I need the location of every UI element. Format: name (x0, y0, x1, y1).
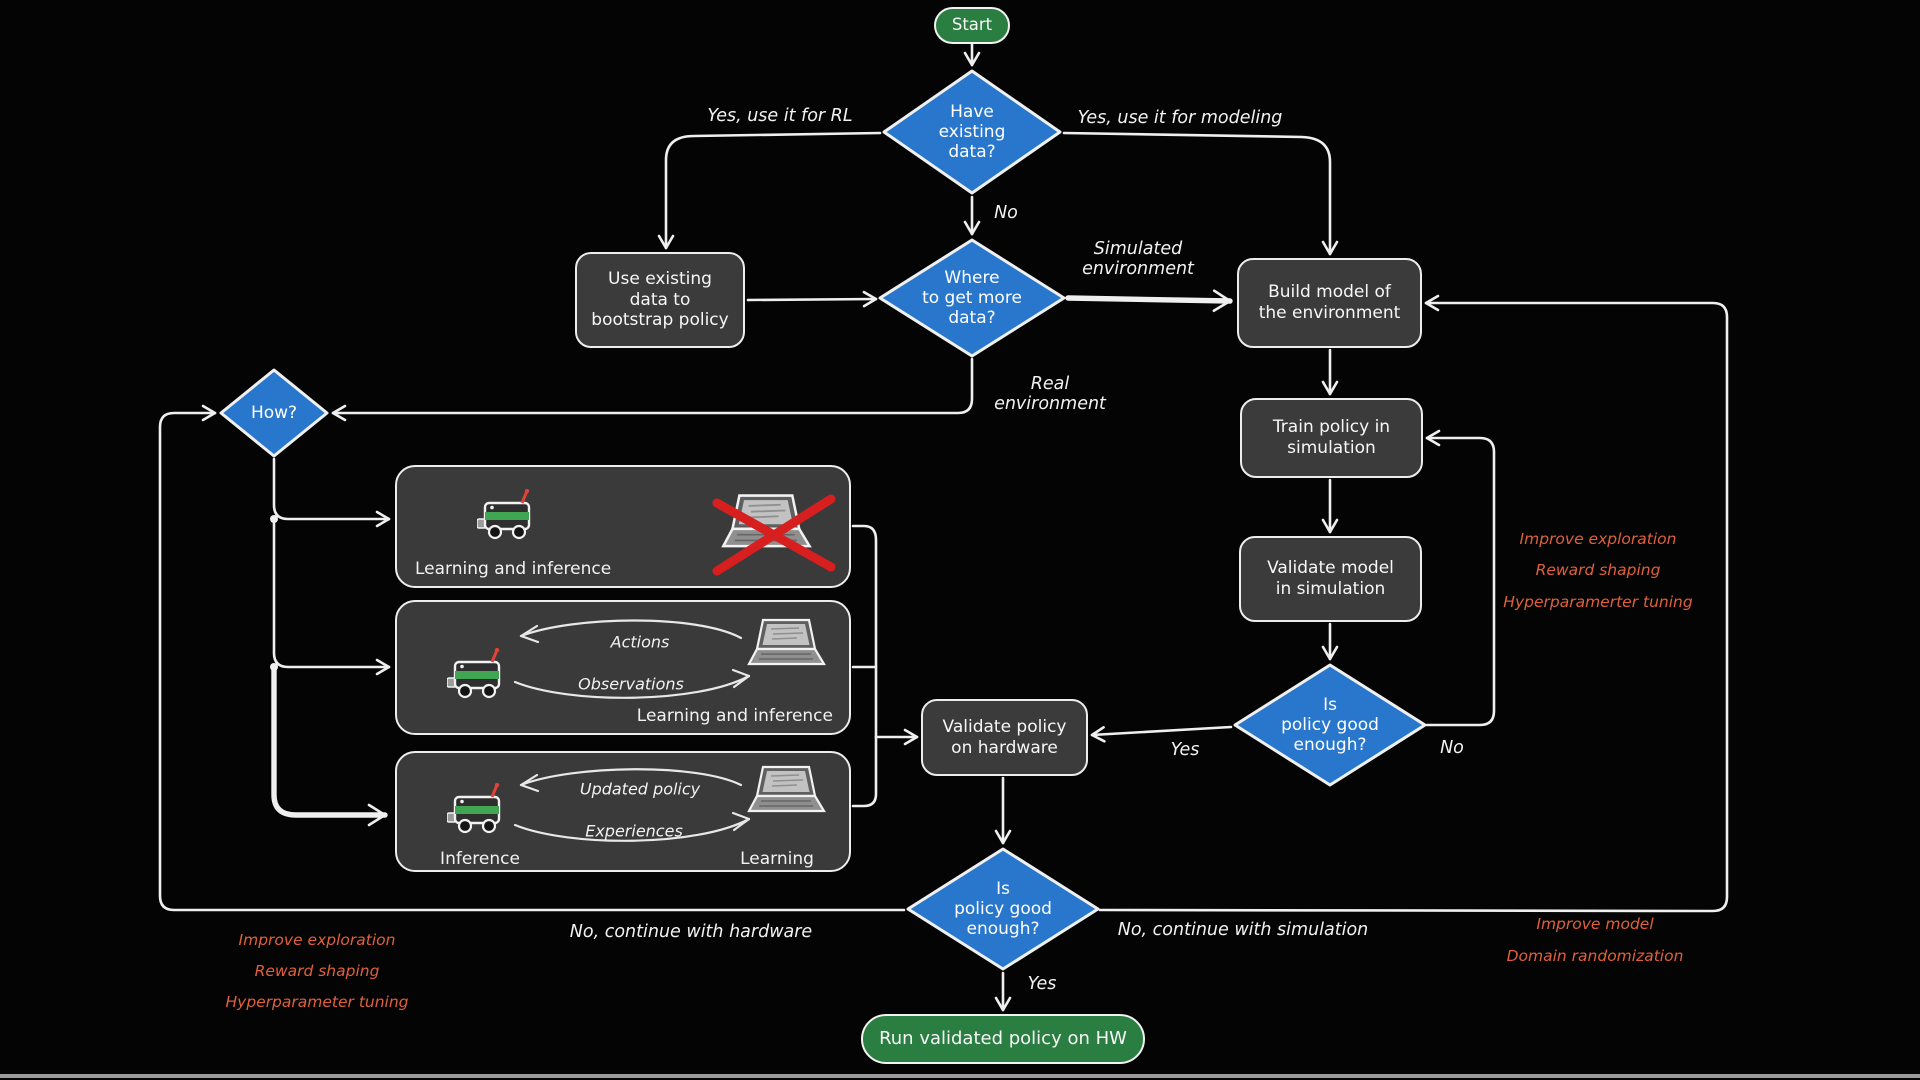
decision-have-existing-data-label: Have existing data? (938, 101, 1006, 163)
annotation-hyperparameter-tuning-hw: Hyperparameter tuning (225, 993, 409, 1011)
annotation-domain-randomization: Domain randomization (1506, 947, 1684, 965)
hardware-option-offboard: Actions Observations Learning and infere… (395, 600, 851, 735)
start-node: Start (934, 7, 1010, 44)
decision-policy-good-sim-label: Is policy good enough? (1281, 694, 1379, 756)
process-use-existing-data: Use existing data to bootstrap policy (575, 252, 745, 348)
edge-label-real-environment: Real environment (994, 373, 1106, 414)
decision-policy-good-hw-label: Is policy good enough? (954, 878, 1052, 940)
edge-label-no-continue-simulation: No, continue with simulation (1117, 919, 1369, 940)
edge-label-no-data: No (994, 202, 1018, 223)
decision-where-more-data: Where to get more data? (878, 238, 1066, 358)
process-validate-model: Validate model in simulation (1239, 536, 1422, 622)
option2-caption: Learning and inference (636, 706, 833, 726)
process-build-model: Build model of the environment (1237, 258, 1422, 348)
edge-have-data-yes-modeling (1062, 131, 1339, 256)
hardware-option-onboard: Learning and inference (395, 465, 851, 588)
process-use-existing-data-label: Use existing data to bootstrap policy (591, 268, 729, 331)
edge-where-simulated-env (1065, 289, 1233, 313)
annotation-improve-exploration-hw: Improve exploration (238, 931, 396, 949)
edge-label-yes-use-for-rl: Yes, use it for RL (707, 105, 853, 126)
edge-policy-sim-no-loop (1425, 429, 1496, 727)
start-label: Start (951, 15, 993, 35)
annotation-reward-shaping-hw: Reward shaping (254, 962, 380, 980)
annotation-improve-model: Improve model (1536, 915, 1654, 933)
edge-label-simulated-environment: Simulated environment (1082, 238, 1194, 279)
process-train-policy-label: Train policy in simulation (1272, 417, 1391, 458)
end-label: Run validated policy on HW (879, 1028, 1127, 1050)
edge-have-data-yes-rl (657, 131, 882, 250)
annotation-hyperparameter-tuning-sim: Hyperparamerter tuning (1503, 593, 1693, 611)
process-validate-policy-hw: Validate policy on hardware (921, 699, 1088, 776)
laptop-icon (747, 618, 826, 666)
option3-inference-caption: Inference (440, 849, 520, 869)
diamond-shape (878, 238, 1066, 358)
robot-icon (447, 648, 501, 699)
decision-have-existing-data: Have existing data? (882, 69, 1062, 195)
edge-how-to-option3 (271, 664, 388, 827)
decision-how-label: How? (250, 402, 298, 423)
observations-label: Observations (578, 674, 684, 694)
process-build-model-label: Build model of the environment (1258, 282, 1401, 323)
junction-dot (270, 515, 278, 523)
decision-policy-good-hw: Is policy good enough? (906, 847, 1100, 971)
junction-dot (270, 663, 278, 671)
robot-icon (447, 783, 501, 834)
edge-label-no-sim: No (1440, 737, 1464, 758)
end-node: Run validated policy on HW (861, 1014, 1145, 1064)
annotation-reward-shaping-sim: Reward shaping (1535, 561, 1661, 579)
process-validate-policy-hw-label: Validate policy on hardware (942, 716, 1067, 758)
edge-how-to-option1 (272, 457, 391, 528)
decision-policy-good-sim: Is policy good enough? (1233, 663, 1427, 787)
edge-label-no-continue-hardware: No, continue with hardware (569, 921, 813, 942)
edge-label-yes-sim: Yes (1170, 739, 1200, 760)
screen-bottom-edge (0, 1074, 1920, 1078)
edge-where-real-env (331, 357, 974, 422)
robot-icon (477, 489, 531, 540)
laptop-icon (747, 765, 826, 813)
edge-label-yes-use-for-modeling: Yes, use it for modeling (1077, 107, 1283, 128)
actions-label: Actions (610, 632, 670, 652)
updated-policy-label: Updated policy (579, 779, 701, 799)
edge-how-to-option2 (272, 517, 391, 676)
decision-where-more-data-label: Where to get more data? (922, 267, 1022, 329)
edge-policy-sim-yes (1090, 725, 1233, 743)
process-validate-model-label: Validate model in simulation (1267, 558, 1394, 599)
hardware-option-split: Updated policy Experiences Inference Lea… (395, 751, 851, 872)
edge-option1-out (851, 524, 878, 739)
option3-learning-caption: Learning (740, 849, 814, 869)
diamond-shape (906, 847, 1100, 971)
edge-option3-out (851, 735, 878, 808)
annotation-improve-exploration-sim: Improve exploration (1519, 530, 1677, 548)
decision-how: How? (219, 368, 329, 458)
diamond-shape (882, 69, 1062, 195)
option1-caption: Learning and inference (415, 559, 612, 579)
process-train-policy: Train policy in simulation (1240, 398, 1423, 478)
edge-bootstrap-to-where (746, 290, 878, 308)
edge-label-yes-hw: Yes (1027, 973, 1057, 994)
experiences-label: Experiences (585, 821, 683, 841)
